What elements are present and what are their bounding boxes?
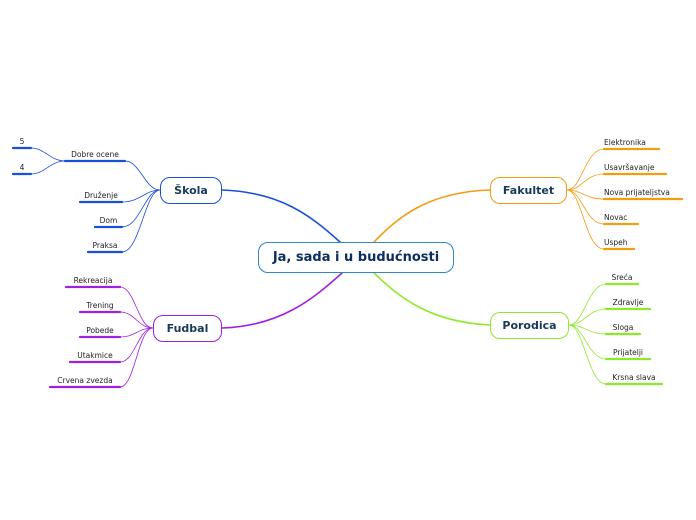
link-l-3-4 xyxy=(568,324,607,385)
link-l-1-0 xyxy=(119,286,154,329)
link-l-3-1 xyxy=(568,308,607,326)
subtopic-usavrsavanje[interactable]: Usavršavanje xyxy=(604,163,655,172)
subtopic-elektronika[interactable]: Elektronika xyxy=(604,138,646,147)
link-l-3-0 xyxy=(568,283,607,326)
subtopic-sloga[interactable]: Sloga xyxy=(612,323,634,332)
topic-skola[interactable]: Škola xyxy=(160,177,222,204)
topic-fudbal[interactable]: Fudbal xyxy=(153,315,222,342)
link-l-1-4 xyxy=(119,327,154,388)
link-l-1-1 xyxy=(119,311,154,329)
subtopic-crvena-zvezda[interactable]: Crvena zvezda xyxy=(57,376,113,385)
link-l-0-0-0 xyxy=(30,147,66,162)
subtopic-dom[interactable]: Dom xyxy=(99,216,118,225)
link-l-0-0 xyxy=(124,160,161,191)
subtopic-utakmice[interactable]: Utakmice xyxy=(77,351,113,360)
topic-porodica[interactable]: Porodica xyxy=(490,312,569,339)
subtopic-trening[interactable]: Trening xyxy=(86,301,114,310)
subtopic-nova-prijateljstva[interactable]: Nova prijateljstva xyxy=(604,188,670,197)
link-l-0-0-1 xyxy=(30,160,66,175)
link-l-2-1 xyxy=(566,173,605,191)
link-l-2-0 xyxy=(566,148,605,191)
subtopic-grade-4[interactable]: 4 xyxy=(19,163,25,172)
link-central-porodica xyxy=(373,272,491,326)
link-central-fudbal xyxy=(221,272,343,329)
subtopic-rekreacija[interactable]: Rekreacija xyxy=(73,276,113,285)
subtopic-novac[interactable]: Novac xyxy=(604,213,628,222)
subtopic-prijatelji[interactable]: Prijatelji xyxy=(612,348,644,357)
subtopic-sreca[interactable]: Sreća xyxy=(611,273,633,282)
link-l-0-2 xyxy=(121,189,161,228)
central-topic[interactable]: Ja, sada i u budućnosti xyxy=(258,242,454,273)
link-l-0-3 xyxy=(121,189,161,253)
subtopic-grade-5[interactable]: 5 xyxy=(19,137,25,146)
subtopic-druzenje[interactable]: Druženje xyxy=(84,191,118,200)
subtopic-praksa[interactable]: Praksa xyxy=(92,241,118,250)
subtopic-pobede[interactable]: Pobede xyxy=(86,326,114,335)
topic-fakultet[interactable]: Fakultet xyxy=(490,177,567,204)
subtopic-uspeh[interactable]: Uspeh xyxy=(604,238,628,247)
subtopic-krsna-slava[interactable]: Krsna slava xyxy=(612,373,656,382)
subtopic-zdravlje[interactable]: Zdravlje xyxy=(612,298,644,307)
link-l-2-4 xyxy=(566,189,605,250)
subtopic-dobre-ocene[interactable]: Dobre ocene xyxy=(71,150,119,159)
link-central-fakultet xyxy=(373,189,491,243)
link-central-skola xyxy=(221,189,341,243)
